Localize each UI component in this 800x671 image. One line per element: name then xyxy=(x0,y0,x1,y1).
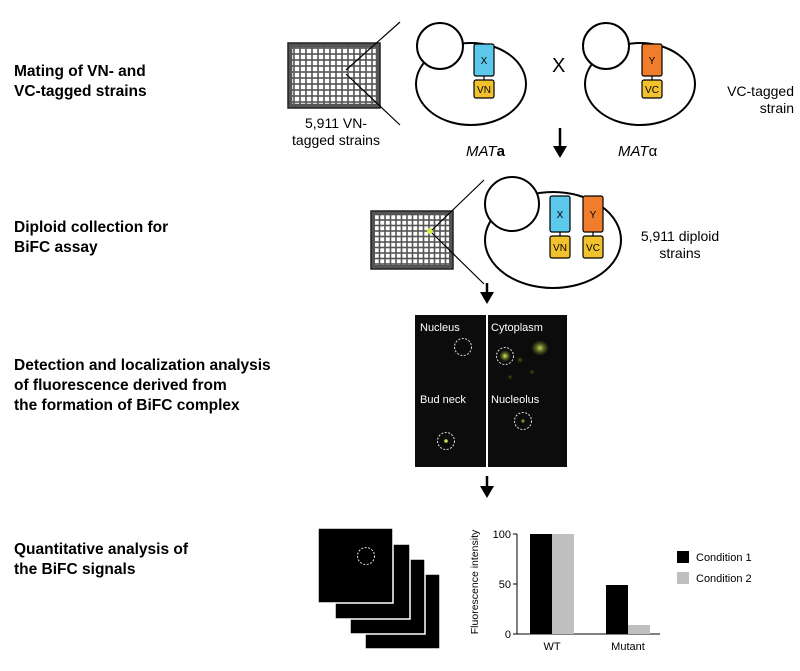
zoom-lines-1 xyxy=(345,21,401,126)
step-detection-line2: of fluorescence derived from xyxy=(14,377,227,394)
y-tick-label: 100 xyxy=(493,529,511,541)
budneck-circle xyxy=(437,432,455,450)
step-quant-line1: Quantitative analysis of xyxy=(14,541,188,558)
chart-y-ticks: 0 50 100 xyxy=(493,529,517,641)
bar-mutant-series1 xyxy=(606,585,628,634)
protein-x-text: X xyxy=(481,56,488,67)
nucleus-circle xyxy=(454,338,472,356)
chart-x-ticks: WT Mutant xyxy=(543,641,644,653)
diploid-cell: X VN Y VC xyxy=(484,176,622,289)
mata-label: MATa xyxy=(466,143,505,160)
diploid-vc-box xyxy=(582,235,604,259)
micro-budneck-label: Bud neck xyxy=(420,394,466,406)
fluorescence-bar-chart: Fluorescence intensity 0 50 100 WT Mutant C… xyxy=(469,529,752,653)
matalpha-prefix: MAT xyxy=(618,143,649,160)
arrow-3 xyxy=(480,476,494,498)
step-mating-label: Mating of VN- and VC-tagged strains xyxy=(14,62,147,102)
x-tick-label: Mutant xyxy=(611,641,645,653)
micro-cytoplasm-label: Cytoplasm xyxy=(491,322,543,334)
vc-strain-line2: strain xyxy=(759,100,794,116)
step-detection-line1: Detection and localization analysis xyxy=(14,357,271,374)
step-mating-line2: VC-tagged strains xyxy=(14,83,147,100)
micrograph-panel: Nucleus Cytoplasm Bud neck Nucleolus xyxy=(415,315,567,467)
mata-suffix: a xyxy=(496,143,505,160)
step-quant-line2: the BiFC signals xyxy=(14,561,136,578)
matalpha-cell: Y VC xyxy=(582,22,696,126)
micro-nucleolus-label: Nucleolus xyxy=(491,394,540,406)
step-diploid-line2: BiFC assay xyxy=(14,239,98,256)
diploid-vn-text: VN xyxy=(553,243,567,254)
step-quant-label: Quantitative analysis of the BiFC signal… xyxy=(14,540,188,580)
step-mating-line1: Mating of VN- and xyxy=(14,63,146,80)
x-tick-label: WT xyxy=(543,641,560,653)
arrow-1 xyxy=(553,128,567,158)
vc-strain-line1: VC-tagged xyxy=(727,83,794,99)
legend-swatch xyxy=(677,551,689,563)
y-tick-label: 0 xyxy=(505,629,511,641)
diploid-count-line2: strains xyxy=(659,245,701,261)
step-diploid-label: Diploid collection for BiFC assay xyxy=(14,218,168,258)
vc-strain-label: VC-tagged strain xyxy=(704,83,794,117)
zoom-lines-2 xyxy=(431,179,485,285)
diploid-count-line1: 5,911 diploid xyxy=(640,228,720,244)
chart-legend: Condition 1 Condition 2 xyxy=(677,551,752,585)
bar-wt-series1 xyxy=(530,534,552,634)
vc-tag-text: VC xyxy=(645,85,659,96)
vc-tag-box xyxy=(641,79,663,99)
legend-swatch xyxy=(677,572,689,584)
nucleolus-circle xyxy=(514,412,532,430)
chart-ylabel: Fluorescence intensity xyxy=(469,529,481,634)
legend-label: Condition 2 xyxy=(696,573,752,585)
stack-circle xyxy=(357,547,375,565)
matalpha-label: MATα xyxy=(618,143,657,160)
bar-wt-series2 xyxy=(552,534,574,634)
bar-mutant-series2 xyxy=(628,625,650,634)
protein-y-text: Y xyxy=(649,56,656,67)
mata-cell: X VN xyxy=(415,22,527,126)
y-tick-label: 50 xyxy=(499,579,511,591)
diploid-vn-box xyxy=(549,235,571,259)
vn-tag-box xyxy=(473,79,495,99)
diploid-vc-text: VC xyxy=(586,243,600,254)
mata-prefix: MAT xyxy=(466,143,497,160)
arrow-2 xyxy=(480,283,494,304)
diploid-x-text: X xyxy=(557,210,564,221)
legend-label: Condition 1 xyxy=(696,552,752,564)
chart-bars xyxy=(530,534,650,634)
image-stack xyxy=(317,527,441,650)
cytoplasm-circle xyxy=(496,347,514,365)
micro-nucleus-label: Nucleus xyxy=(420,322,460,334)
diploid-y-text: Y xyxy=(590,210,597,221)
vn-strains-label: 5,911 VN- tagged strains xyxy=(280,115,392,149)
matalpha-suffix: α xyxy=(648,143,658,160)
diploid-count-label: 5,911 diploid strains xyxy=(630,228,730,262)
cross-symbol: X xyxy=(552,55,566,77)
diploid-plate xyxy=(370,210,454,270)
step-detection-label: Detection and localization analysis of f… xyxy=(14,356,271,416)
step-diploid-line1: Diploid collection for xyxy=(14,219,169,236)
positive-well xyxy=(427,228,433,234)
vn-tag-text: VN xyxy=(477,85,491,96)
vn-strains-line1: 5,911 VN- xyxy=(305,115,367,131)
step-detection-line3: the formation of BiFC complex xyxy=(14,397,240,414)
vn-strains-line2: tagged strains xyxy=(292,132,380,148)
